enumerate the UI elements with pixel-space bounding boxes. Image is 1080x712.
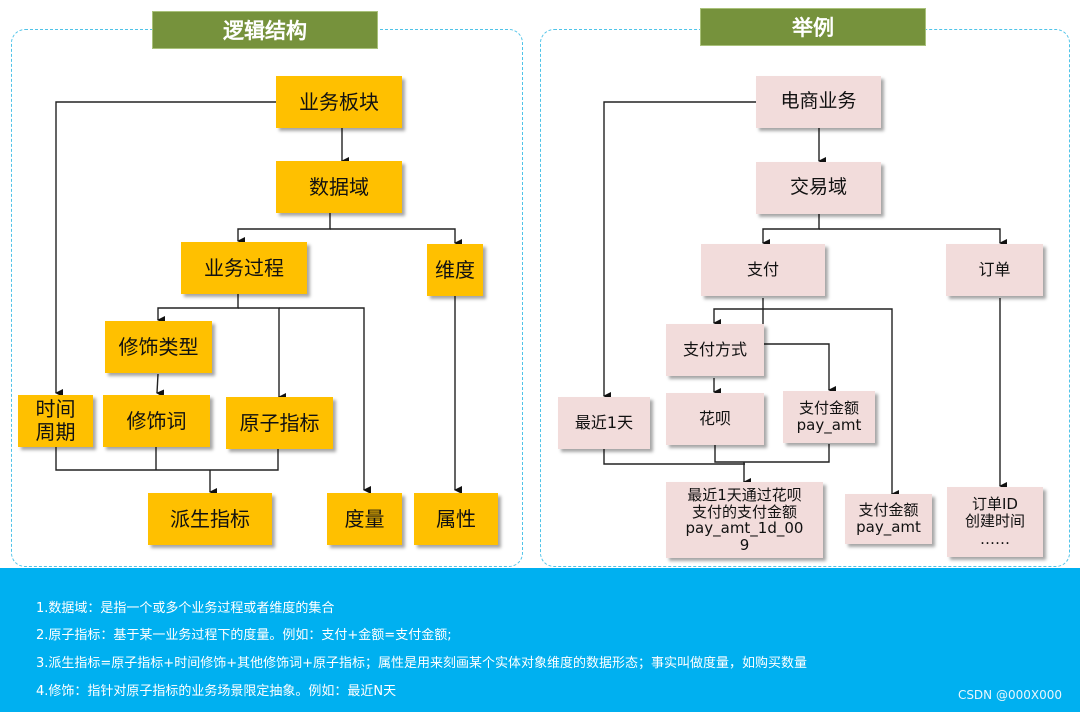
node-order-attributes: 订单ID 创建时间 …… <box>947 487 1043 557</box>
example-title: 举例 <box>700 8 926 46</box>
edge-modtype-to-modword <box>156 373 165 398</box>
node-payment: 支付 <box>701 244 825 296</box>
edge-pay-to-measure <box>763 308 899 498</box>
node-huabei: 花呗 <box>666 393 764 445</box>
edge-domain-split <box>237 213 331 245</box>
node-derived-example: 最近1天通过花呗 支付的支付金额 pay_amt_1d_00 9 <box>666 482 823 558</box>
edge-pay-to-method <box>713 298 764 327</box>
node-last-1-day: 最近1天 <box>558 397 650 449</box>
edge-section-to-time <box>55 101 276 397</box>
node-ecommerce: 电商业务 <box>756 76 881 128</box>
node-business-section: 业务板块 <box>276 76 402 128</box>
edge-ecom-to-last1day <box>603 101 756 400</box>
edge-trade-split <box>762 214 820 247</box>
edge-trade-to-order <box>819 228 1007 247</box>
node-dimension: 维度 <box>427 244 483 296</box>
edge-process-to-measure <box>279 307 371 494</box>
node-data-domain: 数据域 <box>276 161 402 213</box>
note-4: 4.修饰：指针对原子指标的业务场景限定抽象。例如：最近N天 <box>36 684 397 699</box>
node-pay-amount-measure: 支付金额 pay_amt <box>845 494 932 544</box>
node-order: 订单 <box>946 244 1043 296</box>
edge-pay-to-atomic <box>762 309 836 394</box>
edge-process-split <box>157 294 239 324</box>
connector-lines <box>55 101 1007 498</box>
node-modifier-type: 修饰类型 <box>105 321 212 373</box>
node-measure: 度量 <box>327 493 402 545</box>
edge-process-to-atomic <box>238 307 286 401</box>
logic-structure-title: 逻辑结构 <box>152 11 378 49</box>
notes-footer: 1.数据域：是指一个或多个业务过程或者维度的集合 2.原子指标：基于某一业务过程… <box>0 568 1080 712</box>
node-modifier-word: 修饰词 <box>103 395 210 447</box>
note-1: 1.数据域：是指一个或多个业务过程或者维度的集合 <box>36 601 335 616</box>
node-trade-domain: 交易域 <box>756 162 881 214</box>
edge-domain-to-dimension <box>330 228 462 247</box>
node-derived-metric: 派生指标 <box>148 493 272 545</box>
node-attribute: 属性 <box>414 493 498 545</box>
node-business-process: 业务过程 <box>181 242 307 294</box>
edge-time-merge <box>55 447 279 471</box>
edge-huabei-merge <box>714 444 830 463</box>
edge-last1day-merge <box>603 448 745 465</box>
node-time-period: 时间 周期 <box>18 395 93 447</box>
watermark: CSDN @000X000 <box>957 688 1062 702</box>
node-payment-method: 支付方式 <box>666 324 764 376</box>
node-pay-amount-atomic: 支付金额 pay_amt <box>783 391 875 443</box>
note-2: 2.原子指标：基于某一业务过程下的度量。例如：支付+金额=支付金额; <box>36 628 452 643</box>
node-atomic-metric: 原子指标 <box>226 397 333 449</box>
note-3: 3.派生指标=原子指标+时间修饰+其他修饰词+原子指标；属性是用来刻画某个实体对… <box>36 656 807 671</box>
